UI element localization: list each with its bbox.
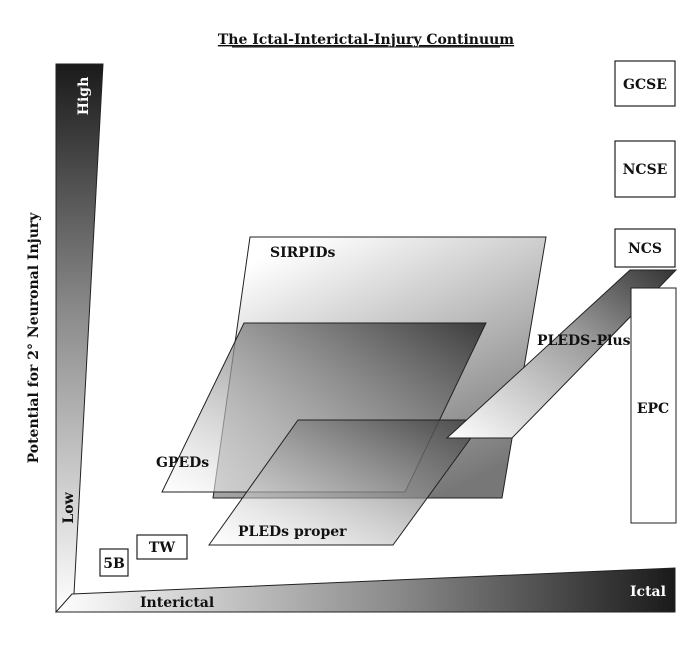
ncs-box	[614, 228, 676, 268]
sirpids-label: SIRPIDs	[270, 245, 336, 261]
tw-box	[136, 534, 188, 560]
tw-label: TW	[149, 540, 175, 556]
ictal-axis-wedge	[54, 567, 676, 613]
diagram-title: The Ictal-Interictal-Injury Continuum	[218, 32, 514, 48]
pleds-plus-label: PLEDS-Plus	[537, 333, 631, 349]
epc-box	[630, 287, 677, 524]
y-axis-high-label: High	[76, 77, 92, 116]
y-axis-title: Potential for 2° Neuronal Injury	[26, 212, 42, 464]
pleds-proper-region	[208, 419, 485, 546]
pleds-plus-region	[445, 269, 678, 439]
injury-axis-wedge	[55, 63, 104, 613]
pleds-proper-label: PLEDs proper	[238, 524, 347, 540]
y-axis-low-label: Low	[61, 491, 77, 523]
ncs-label: NCS	[628, 241, 662, 257]
epc-label: EPC	[637, 401, 669, 417]
ncse-box	[614, 140, 676, 198]
x-axis-ictal-label: Ictal	[630, 584, 666, 600]
fiveb-label: 5B	[103, 556, 125, 572]
fiveb-box	[99, 548, 129, 577]
gcse-box	[614, 60, 676, 107]
gcse-label: GCSE	[623, 77, 667, 93]
gpeds-label: GPEDs	[156, 455, 209, 471]
x-axis-interictal-label: Interictal	[140, 595, 214, 611]
ncse-label: NCSE	[623, 162, 668, 178]
